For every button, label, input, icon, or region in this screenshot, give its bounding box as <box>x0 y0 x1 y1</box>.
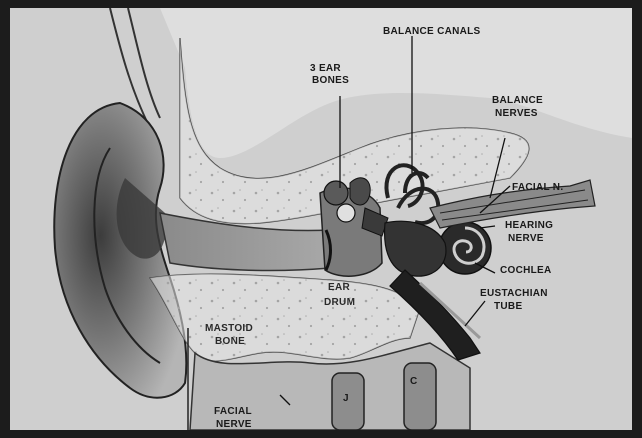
label-balance-nerves-line1: BALANCE <box>492 95 543 106</box>
label-letter-j: J <box>343 393 349 404</box>
ear-anatomy-diagram: BALANCE CANALS 3 EAR BONES BALANCE NERVE… <box>10 8 632 430</box>
label-mastoid-line1: MASTOID <box>205 323 253 334</box>
label-hearing-nerve-line2: NERVE <box>508 233 544 244</box>
label-balance-nerves-line2: NERVES <box>495 108 538 119</box>
carotid-vessel <box>404 363 436 430</box>
label-letter-c: C <box>410 376 418 387</box>
label-facial-nerve-line1: FACIAL <box>214 406 252 417</box>
label-cochlea: COCHLEA <box>500 265 552 276</box>
label-3-ear-bones-line2: BONES <box>312 75 349 86</box>
label-eustachian-line2: TUBE <box>494 301 522 312</box>
label-facial-n: FACIAL N. <box>512 182 563 193</box>
cochlea-shape <box>439 222 491 274</box>
label-facial-nerve-line2: NERVE <box>216 419 252 430</box>
label-3-ear-bones-line1: 3 EAR <box>310 63 341 74</box>
label-ear-drum-line1: EAR <box>328 282 350 293</box>
label-balance-canals: BALANCE CANALS <box>383 26 481 37</box>
label-hearing-nerve-line1: HEARING <box>505 220 553 231</box>
label-eustachian-line1: EUSTACHIAN <box>480 288 548 299</box>
label-ear-drum-line2: DRUM <box>324 297 355 308</box>
label-mastoid-line2: BONE <box>215 336 245 347</box>
